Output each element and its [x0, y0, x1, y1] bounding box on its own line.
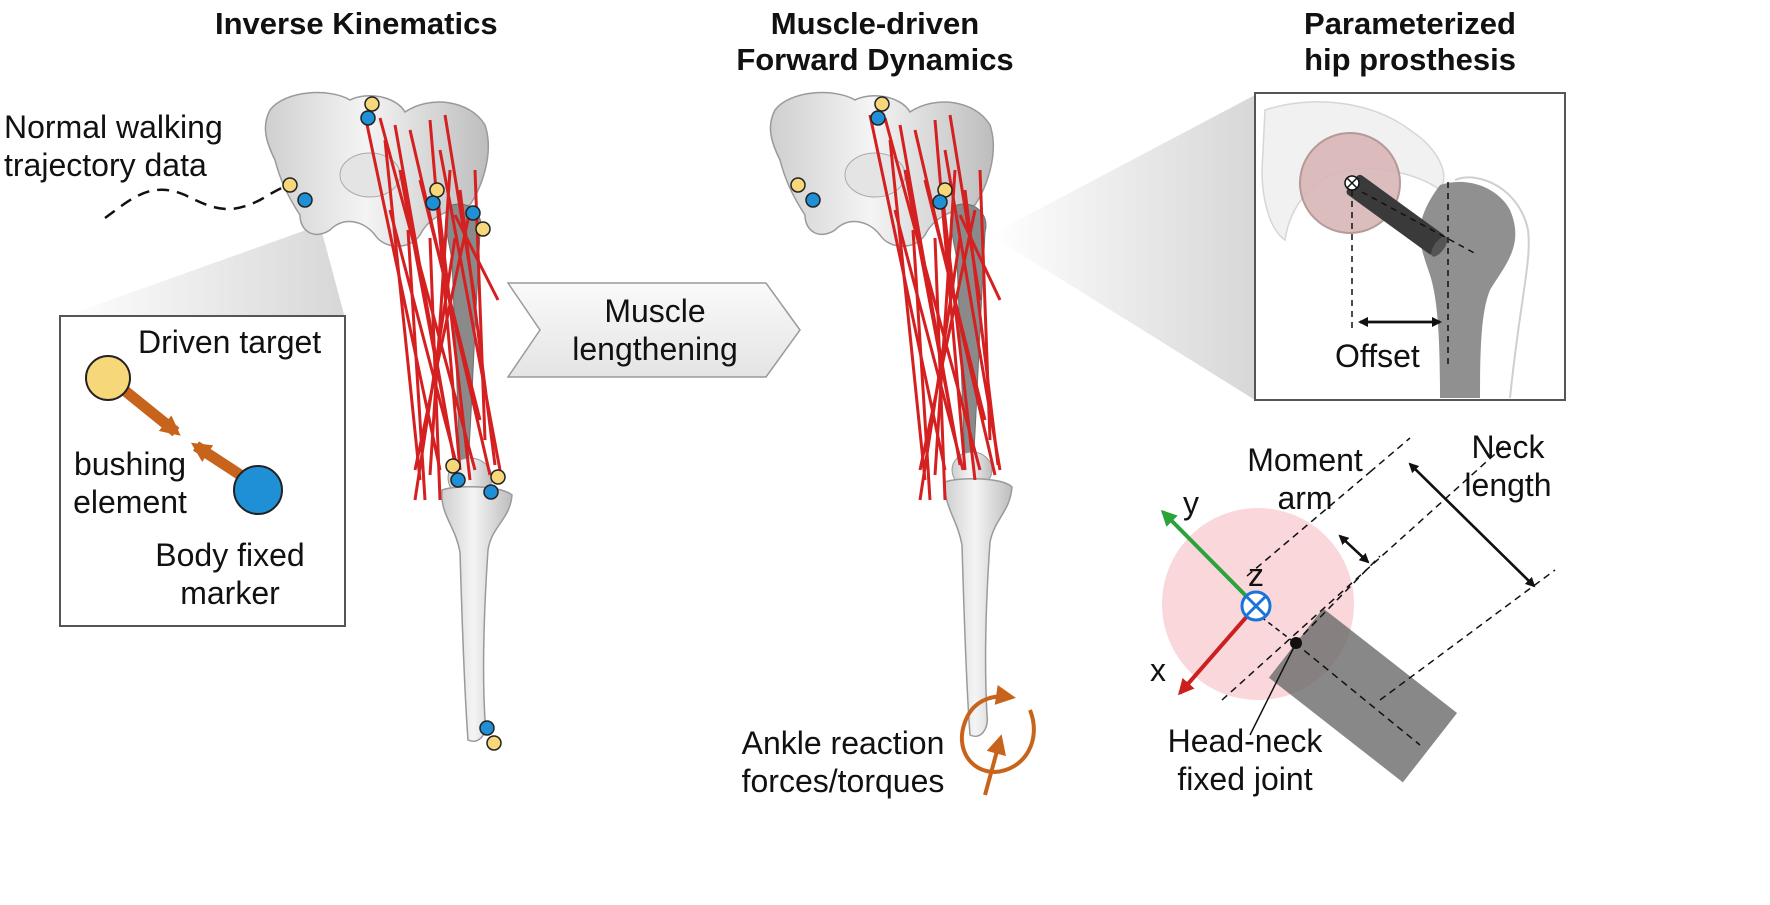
muscle-lengthening-line2: lengthening — [572, 331, 738, 367]
bushing-inset — [59, 315, 346, 627]
ik-zoom-cone — [60, 225, 345, 318]
ankle-reaction-line1: Ankle reaction — [741, 725, 945, 761]
offset-label: Offset — [1335, 338, 1420, 374]
axis-y-label: y — [1183, 485, 1199, 521]
prosthesis-inset — [1254, 92, 1566, 401]
neck-length-label: Neck length — [1448, 428, 1568, 504]
neck-length-line2: length — [1464, 467, 1552, 503]
title-forward-dynamics-line2: Forward Dynamics — [736, 42, 1014, 77]
moment-arm-line1: Moment — [1247, 442, 1363, 478]
ik-leg-model — [60, 91, 513, 751]
axis-z-label: z — [1248, 557, 1264, 593]
head-neck-joint-line1: Head-neck — [1167, 723, 1323, 759]
fd-marker-set — [790, 96, 953, 210]
head-neck-joint-line2: fixed joint — [1177, 761, 1313, 797]
walking-trajectory-curve — [104, 184, 288, 220]
ankle-reaction-label: Ankle reaction forces/torques — [728, 724, 958, 800]
title-hip-prosthesis-line2: hip prosthesis — [1304, 42, 1516, 77]
walking-data-line2: trajectory data — [4, 147, 207, 183]
x-axis-arrow — [1178, 604, 1258, 696]
y-axis-arrow — [1160, 509, 1258, 608]
walking-data-line1: Normal walking — [4, 109, 223, 145]
body-fixed-marker-circle — [233, 465, 283, 515]
title-forward-dynamics: Muscle-driven Forward Dynamics — [730, 6, 1020, 78]
head-neck-joint-label: Head-neck fixed joint — [1140, 722, 1350, 798]
moment-arm-line2: arm — [1277, 480, 1333, 516]
body-fixed-marker-line2: marker — [180, 575, 280, 611]
bushing-element-label: bushing element — [50, 445, 210, 521]
driven-target-circle — [85, 355, 131, 401]
neck-length-line1: Neck — [1471, 429, 1545, 465]
driven-target-label: Driven target — [138, 324, 322, 360]
neck-block — [1268, 608, 1458, 783]
body-fixed-marker-line1: Body fixed — [155, 537, 305, 573]
muscle-lengthening-label: Muscle lengthening — [545, 292, 765, 368]
bushing-element-line2: element — [73, 484, 187, 520]
axis-x-label: x — [1150, 652, 1166, 688]
bushing-element-line1: bushing — [73, 446, 187, 482]
muscle-lengthening-line1: Muscle — [604, 293, 706, 329]
muscle-lengthening-arrow — [506, 282, 801, 378]
title-hip-prosthesis-line1: Parameterized — [1304, 6, 1516, 41]
title-forward-dynamics-line1: Muscle-driven — [770, 6, 980, 41]
fd-muscle-lines — [868, 114, 1002, 501]
title-inverse-kinematics: Inverse Kinematics — [215, 6, 498, 41]
walking-data-label: Normal walking trajectory data — [4, 108, 223, 184]
prosthesis-neck-rod — [1346, 174, 1445, 255]
ankle-reaction-line2: forces/torques — [741, 763, 945, 799]
ik-muscle-lines — [363, 114, 502, 501]
head-neck-schematic — [1160, 437, 1556, 783]
fd-tibia-bone — [944, 477, 1013, 737]
ankle-force-arrow — [983, 734, 1006, 796]
moment-arm-label: Moment arm — [1240, 441, 1370, 517]
title-hip-prosthesis: Parameterized hip prosthesis — [1255, 6, 1565, 78]
body-fixed-marker-label: Body fixed marker — [130, 536, 330, 612]
ankle-torque-arrow — [959, 685, 1036, 775]
fd-leg-model — [769, 91, 1255, 796]
fd-zoom-cone — [990, 95, 1255, 400]
ik-marker-set — [282, 96, 506, 751]
ik-tibia-bone — [441, 485, 513, 742]
